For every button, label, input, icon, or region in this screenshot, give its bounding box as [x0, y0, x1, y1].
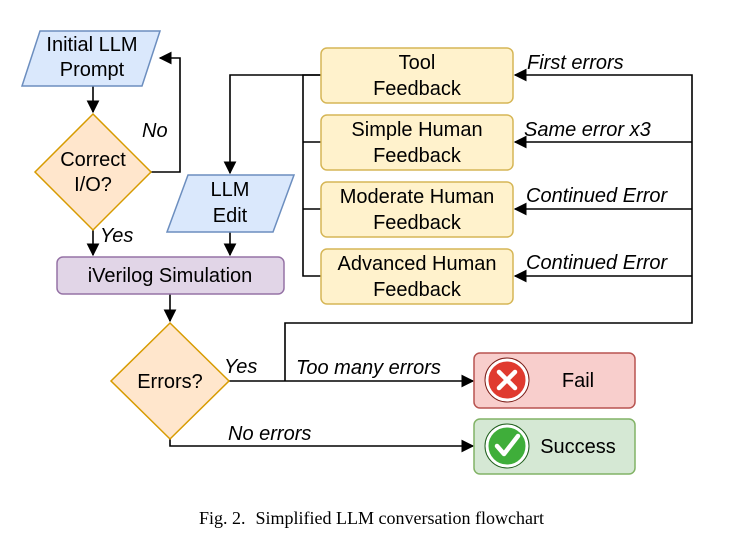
edge-error-loop [284, 68, 693, 381]
tool-feedback-label-2: Feedback [373, 78, 462, 100]
fail-label: Fail [562, 370, 594, 392]
moderate-feedback-label-1: Moderate Human [340, 186, 495, 208]
edge-no-loop [150, 51, 181, 173]
simulation-label: iVerilog Simulation [88, 265, 253, 287]
llm-edit-node: LLM Edit [165, 174, 296, 233]
llm-edit-label-1: LLM [211, 179, 250, 201]
simple-feedback-node: Simple Human Feedback [320, 114, 514, 171]
initial-prompt-label-2: Prompt [60, 59, 125, 81]
figure-caption: Fig. 2. Simplified LLM conversation flowc… [0, 508, 743, 529]
llm-edit-label-2: Edit [213, 205, 248, 227]
tool-feedback-node: Tool Feedback [320, 47, 514, 104]
initial-prompt-node: Initial LLM Prompt [20, 30, 162, 87]
caption-text: Simplified LLM conversation flowchart [255, 508, 544, 528]
x-circle-icon [484, 357, 530, 403]
success-label: Success [540, 436, 616, 458]
moderate-feedback-label-2: Feedback [373, 212, 462, 234]
caption-figure-number: Fig. 2. [199, 508, 246, 528]
check-circle-icon [484, 423, 530, 469]
advanced-feedback-node: Advanced Human Feedback [320, 248, 514, 305]
initial-prompt-label-1: Initial LLM [46, 34, 137, 56]
edge-label-continued-1: Continued Error [526, 185, 669, 207]
success-node: Success [473, 418, 636, 475]
edge-label-continued-2: Continued Error [526, 252, 669, 274]
correct-io-label-2: I/O? [74, 174, 112, 196]
advanced-feedback-label-1: Advanced Human [338, 253, 497, 275]
moderate-feedback-node: Moderate Human Feedback [320, 181, 514, 238]
simulation-node: iVerilog Simulation [56, 256, 285, 295]
edge-no-errors-to-success [169, 439, 475, 453]
simple-feedback-label-2: Feedback [373, 145, 462, 167]
edge-label-first-errors: First errors [527, 52, 624, 74]
simple-feedback-label-1: Simple Human [351, 119, 482, 141]
edge-label-no: No [142, 120, 168, 142]
edge-label-no-errors: No errors [228, 423, 311, 445]
edge-label-yes-io: Yes [100, 225, 133, 247]
edge-label-same-error: Same error x3 [524, 119, 651, 141]
correct-io-decision: Correct I/O? [33, 112, 153, 232]
connectors [86, 51, 693, 453]
correct-io-label-1: Correct [60, 149, 126, 171]
tool-feedback-label-1: Tool [399, 52, 436, 74]
edge-label-yes-errors: Yes [224, 356, 257, 378]
feedback-bus [302, 74, 321, 277]
edge-feedback-to-edit [223, 74, 321, 175]
errors-decision: Errors? [109, 321, 231, 441]
errors-label: Errors? [137, 371, 203, 393]
edge-label-too-many: Too many errors [296, 357, 441, 379]
advanced-feedback-label-2: Feedback [373, 279, 462, 301]
flowchart-diagram: Initial LLM Prompt Correct I/O? LLM Edit… [20, 30, 693, 475]
fail-node: Fail [473, 352, 636, 409]
